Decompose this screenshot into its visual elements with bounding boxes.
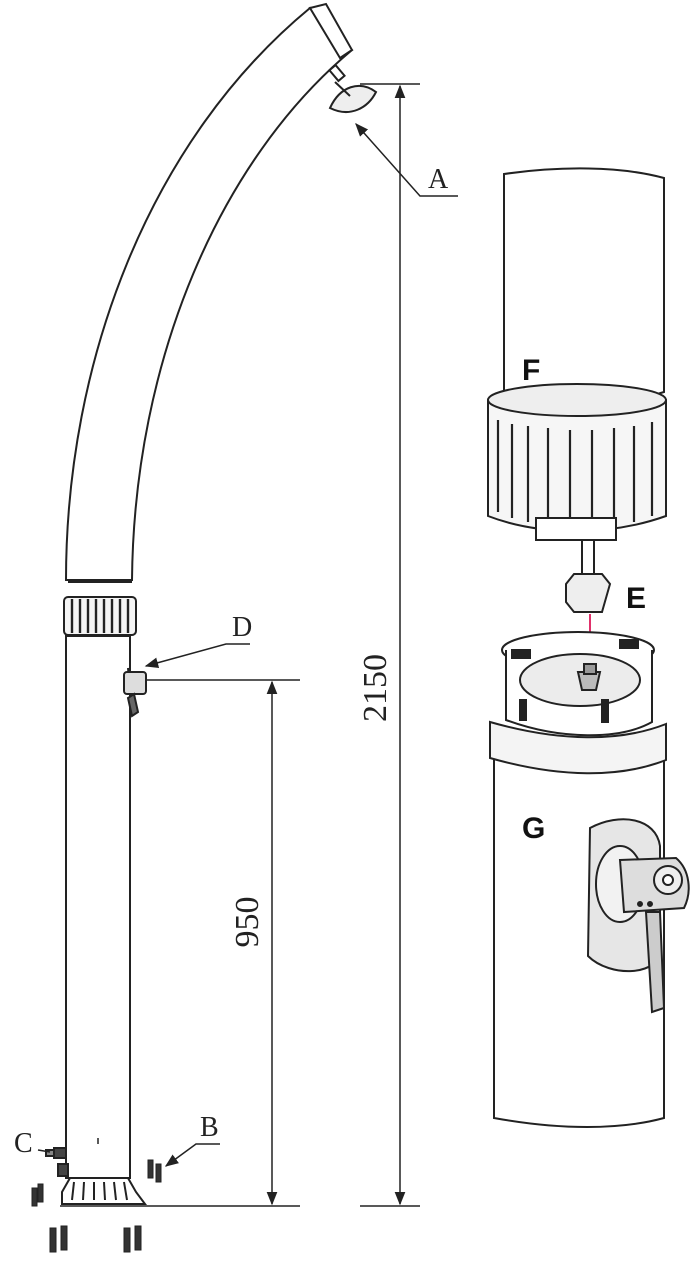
- label-e: E: [626, 582, 646, 615]
- label-b: B: [200, 1112, 219, 1143]
- label-g: G: [522, 812, 545, 845]
- upper-curved-tube: [64, 6, 354, 581]
- lower-tube: [65, 635, 131, 1179]
- shower-column: [61, 2, 354, 1205]
- tube-tip: [308, 2, 354, 60]
- label-f: F: [522, 354, 540, 387]
- drain-fitting: [45, 1147, 69, 1177]
- dimension-total: [360, 83, 420, 1207]
- anchor-screws: [31, 1159, 162, 1253]
- shower-head: [328, 63, 378, 113]
- coupling-nut: [63, 596, 137, 636]
- coupling-ribs: [70, 599, 130, 633]
- dimension-tap: [60, 679, 300, 1207]
- base-ribs: [71, 1181, 128, 1201]
- column-tap: [123, 667, 147, 718]
- label-c: C: [14, 1128, 33, 1159]
- label-d: D: [232, 612, 252, 643]
- dimension-label-total: 2150: [357, 654, 394, 722]
- detail-nut: [487, 383, 667, 541]
- label-a: A: [428, 164, 449, 195]
- detail-tap: [586, 818, 690, 1014]
- detail-connector: [565, 539, 612, 613]
- leader-lines: [37, 122, 458, 1167]
- dimension-label-tap: 950: [229, 897, 266, 948]
